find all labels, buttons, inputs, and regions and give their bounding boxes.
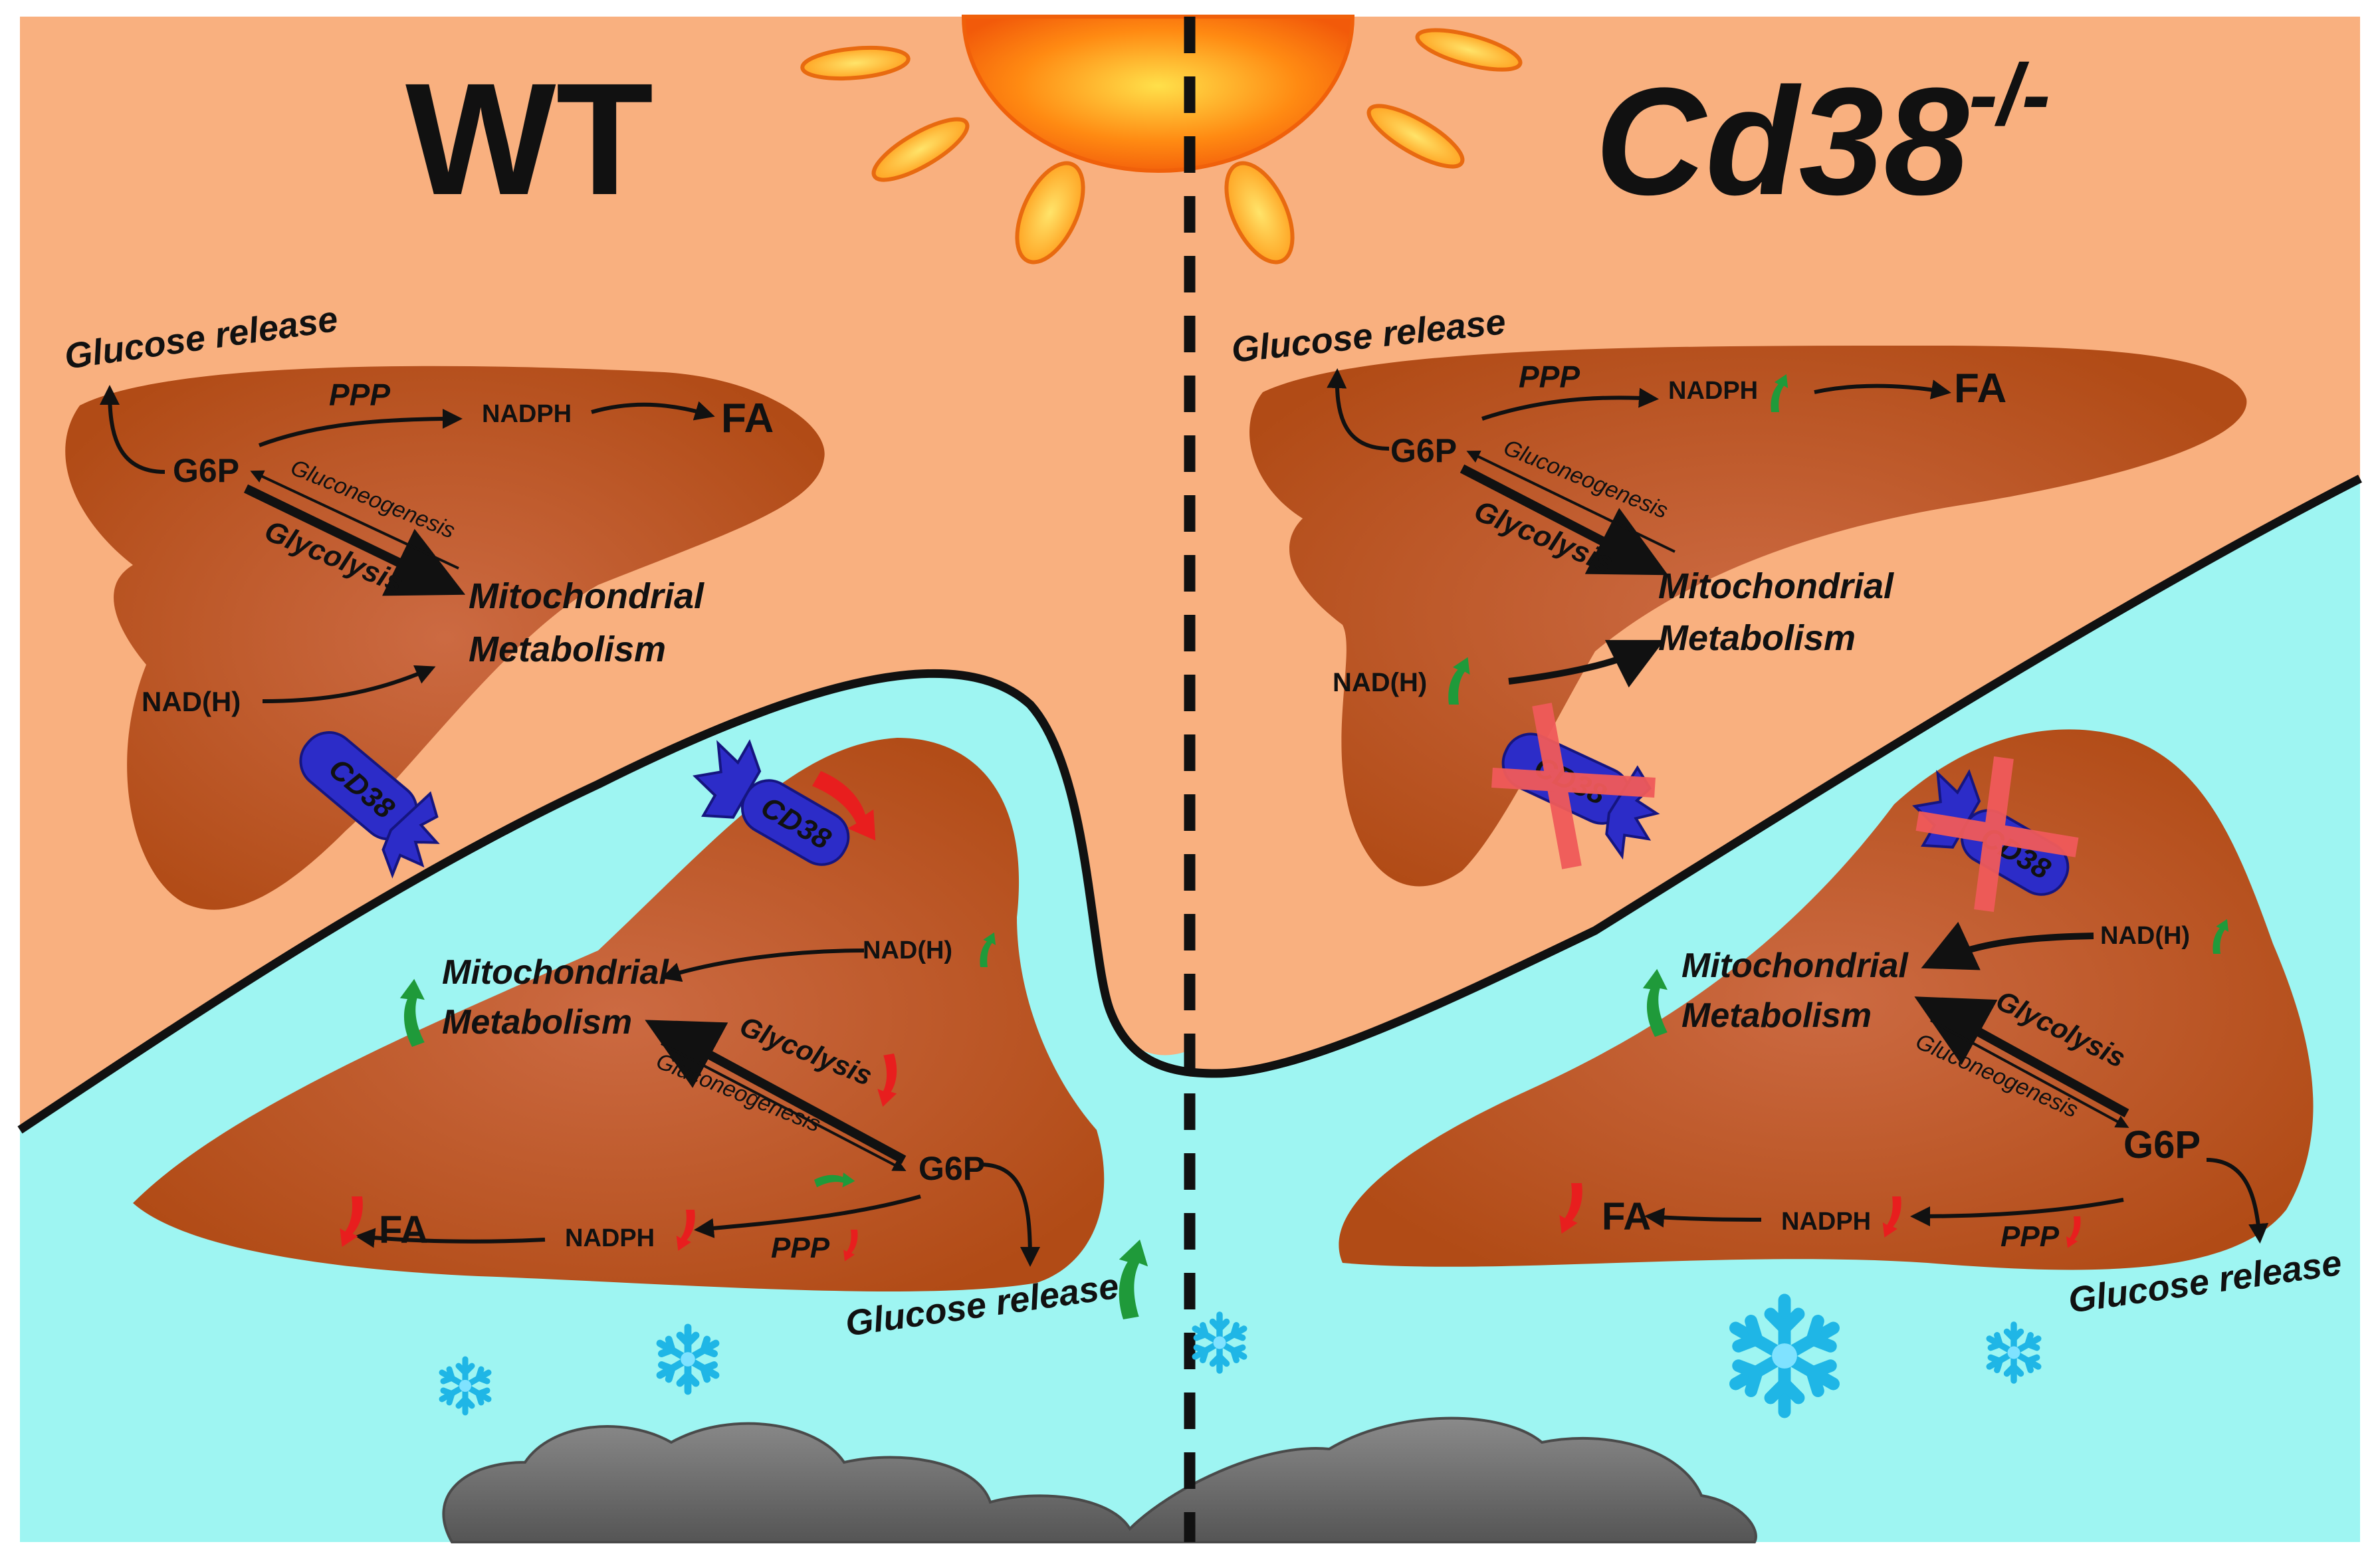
nadph-label: NADPH	[1668, 377, 1758, 405]
fa-label: FA	[1954, 366, 2006, 411]
g6p-label: G6P	[173, 452, 239, 489]
knockout-cross-icon	[1915, 756, 2079, 912]
sun-icon	[800, 15, 1523, 265]
wt-day-liver: Glucose release PPP NADPH FA G6P Glucone…	[62, 299, 825, 910]
mitochondrial-label: Mitochondrial	[1681, 947, 1909, 985]
metabolism-label: Metabolism	[1658, 618, 1856, 658]
ppp-label: PPP	[771, 1232, 830, 1264]
mitochondrial-label: Mitochondrial	[442, 953, 669, 992]
fa-label: FA	[721, 395, 774, 441]
liver-shape	[65, 366, 825, 910]
liver-shape	[133, 738, 1105, 1291]
wt-title: WT	[405, 50, 653, 228]
fa-label: FA	[1602, 1195, 1651, 1238]
mitochondrial-label: Mitochondrial	[469, 576, 704, 616]
nadph-label: NADPH	[565, 1224, 655, 1252]
nadph-label: NADPH	[1781, 1208, 1871, 1236]
g6p-label: G6P	[1390, 432, 1457, 469]
nadh-label: NAD(H)	[1333, 668, 1427, 697]
cloud-icon	[442, 1416, 1757, 1543]
nadh-label: NAD(H)	[863, 937, 952, 964]
knockout-cross-icon	[1491, 703, 1656, 869]
ppp-label: PPP	[329, 378, 390, 412]
ko-title-main: Cd38	[1595, 56, 1969, 227]
liver-shape	[1339, 729, 2314, 1270]
nadph-label: NADPH	[482, 400, 572, 428]
g6p-label: G6P	[919, 1150, 985, 1187]
ko-title-superscript: -/-	[1969, 46, 2050, 143]
liver-shape	[1249, 346, 2247, 887]
ppp-label: PPP	[1519, 360, 1580, 394]
day-night-boundary	[17, 475, 2362, 1134]
ppp-label: PPP	[2001, 1220, 2060, 1253]
mitochondrial-label: Mitochondrial	[1658, 566, 1894, 606]
metabolism-label: Metabolism	[442, 1003, 632, 1042]
fa-label: FA	[379, 1208, 428, 1252]
g6p-label: G6P	[2123, 1123, 2201, 1167]
ko-title: Cd38-/-	[1595, 46, 2050, 227]
metabolism-label: Metabolism	[469, 629, 666, 669]
nadh-label: NAD(H)	[2100, 922, 2190, 950]
nadh-label: NAD(H)	[142, 686, 241, 717]
metabolism-label: Metabolism	[1681, 996, 1872, 1035]
